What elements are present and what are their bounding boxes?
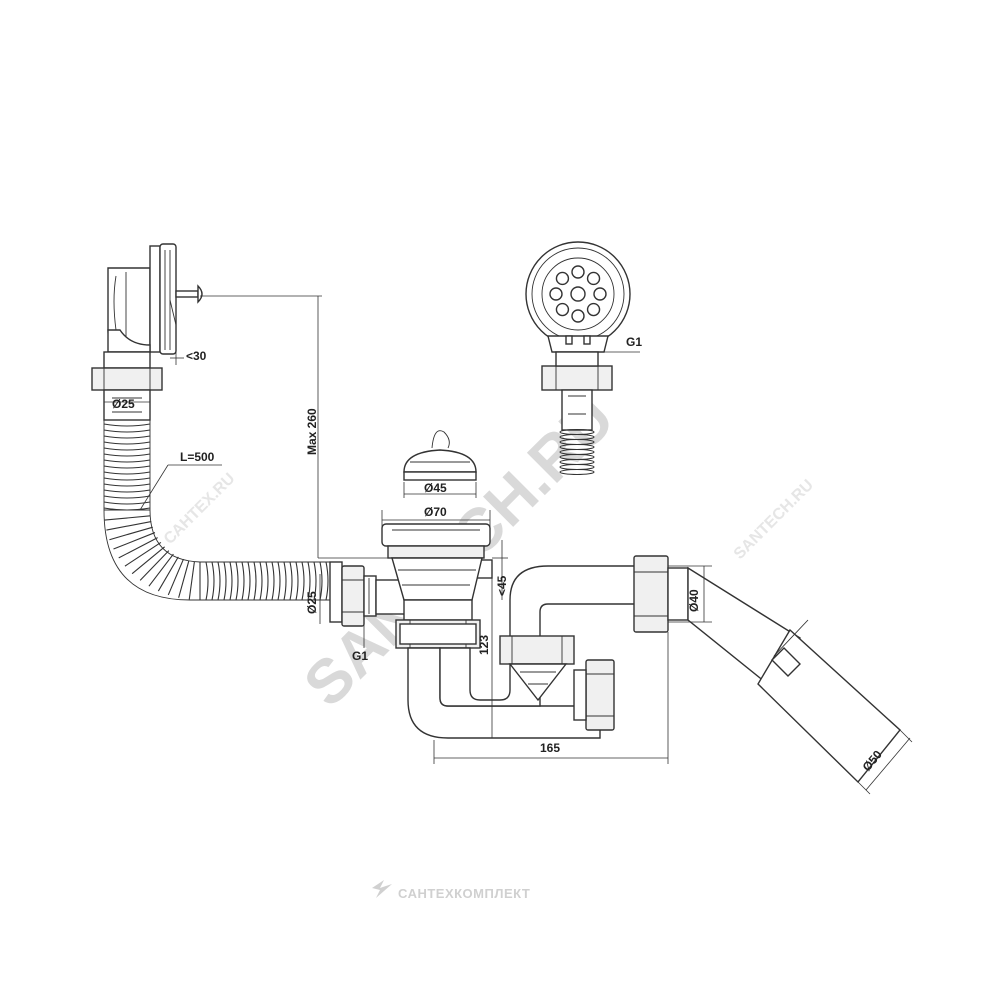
hose-rib: [295, 561, 299, 601]
grate-hole: [549, 287, 563, 301]
hose-rib: [319, 561, 323, 601]
grate-assembly: [525, 241, 631, 476]
dim-overflow-hose-diameter-label: Ø25: [112, 397, 135, 411]
hose-rib: [301, 561, 305, 601]
dim-drain-flange-label: Ø70: [424, 505, 447, 519]
drain-plug: Ø45: [403, 430, 477, 498]
hose-rib: [103, 477, 151, 481]
side-outlet: [573, 659, 615, 731]
hose-rib: [167, 558, 184, 596]
hose-rib: [178, 560, 190, 598]
dim-max-height: Max 260: [200, 295, 392, 559]
overflow-assembly: [91, 243, 203, 421]
hose-rib: [307, 561, 311, 601]
hose-rib: [188, 561, 195, 600]
dim-inlet-thread: G1: [352, 622, 368, 663]
hose-rib: [217, 561, 221, 601]
grate-hose-ribs: [559, 428, 595, 476]
watermark: SANTECH.RU САНТЕХ.RU SANTECH.RU: [161, 384, 817, 720]
dim-inlet-diameter-label: Ø25: [305, 591, 319, 614]
hose-rib: [241, 561, 245, 601]
dim-drain-height: <45: [492, 540, 509, 600]
drain-body: [381, 523, 493, 649]
hose-rib: [103, 471, 151, 475]
hose-rib: [103, 435, 151, 439]
trap-cleanout: [499, 635, 575, 702]
dim-trap-height: 123: [477, 578, 493, 738]
hose-rib: [124, 541, 162, 567]
grate-hole: [586, 271, 601, 286]
hose-rib: [253, 561, 257, 601]
hose-rib: [103, 447, 151, 451]
hose-rib: [103, 501, 151, 505]
hose-rib: [235, 561, 239, 601]
dim-hose-length-label: L=500: [180, 450, 215, 464]
hose-rib: [229, 561, 233, 601]
dim-overflow-angle-label: <30: [186, 349, 207, 363]
grate-hole: [571, 309, 585, 323]
dim-outlet-inner-label: Ø40: [687, 589, 701, 612]
hose-rib: [283, 561, 287, 601]
hose-rib: [103, 483, 151, 487]
hose-rib: [157, 556, 179, 592]
outlet-pipe: [633, 555, 901, 784]
dim-trap-height-label: 123: [477, 635, 491, 655]
hose-rib: [103, 489, 151, 493]
dim-drain-height-label: <45: [495, 575, 509, 596]
dim-plug-diameter-label: Ø45: [424, 481, 447, 495]
hose-rib: [113, 532, 156, 550]
footer-brand: САНТЕХКОМПЛЕКТ: [372, 880, 530, 901]
hose-rib: [325, 561, 329, 601]
dim-hose-length: L=500: [139, 450, 222, 511]
hose-rib: [313, 561, 317, 601]
dim-overflow-angle: <30: [170, 325, 207, 365]
hose-rib: [103, 423, 151, 427]
hose-rib: [103, 459, 151, 463]
hose-rib: [223, 561, 227, 601]
hose-rib: [265, 561, 269, 601]
dim-outlet-inner: Ø40: [668, 565, 712, 623]
hose-rib: [103, 453, 151, 457]
hose-rib: [559, 468, 595, 476]
hose-rib: [103, 429, 151, 433]
hose-rib: [103, 495, 151, 499]
corrugated-hose: [103, 420, 330, 601]
grate-hole: [586, 302, 601, 317]
hose-rib: [205, 561, 209, 601]
dim-trap-length: 165: [433, 632, 669, 764]
hose-rib: [247, 561, 251, 601]
grate-hole: [555, 271, 570, 286]
grate-holes: [549, 265, 607, 323]
hose-rib: [148, 553, 174, 587]
brand-logo-icon: [372, 880, 392, 898]
hose-rib: [103, 441, 151, 445]
grate-hole: [571, 265, 585, 279]
dim-grate-thread-label: G1: [626, 335, 642, 349]
hose-rib: [109, 526, 153, 541]
dim-grate-thread: G1: [604, 335, 642, 353]
dim-max-height-label: Max 260: [305, 408, 319, 455]
inlet-connector: [329, 561, 407, 627]
dim-overflow-hose-diameter: Ø25: [104, 397, 150, 411]
hose-rib: [131, 546, 165, 575]
grate-hole: [593, 287, 607, 301]
hose-rib: [118, 537, 158, 559]
hose-rib: [259, 561, 263, 601]
hose-rib: [271, 561, 275, 601]
dim-inlet-thread-label: G1: [352, 649, 368, 663]
dim-inlet-diameter: Ø25: [305, 574, 321, 624]
footer-brand-text: САНТЕХКОМПЛЕКТ: [398, 886, 530, 901]
watermark-small-right: SANTECH.RU: [731, 477, 817, 563]
hose-rib: [106, 521, 152, 531]
hose-rib: [139, 550, 170, 581]
dim-trap-length-label: 165: [540, 741, 560, 755]
hose-rib: [104, 515, 151, 521]
hose-rib: [103, 465, 151, 469]
watermark-small-left: САНТЕХ.RU: [161, 470, 239, 548]
hose-rib: [277, 561, 281, 601]
grate-hole: [555, 302, 570, 317]
hose-rib: [211, 561, 215, 601]
hose-rib: [289, 561, 293, 601]
